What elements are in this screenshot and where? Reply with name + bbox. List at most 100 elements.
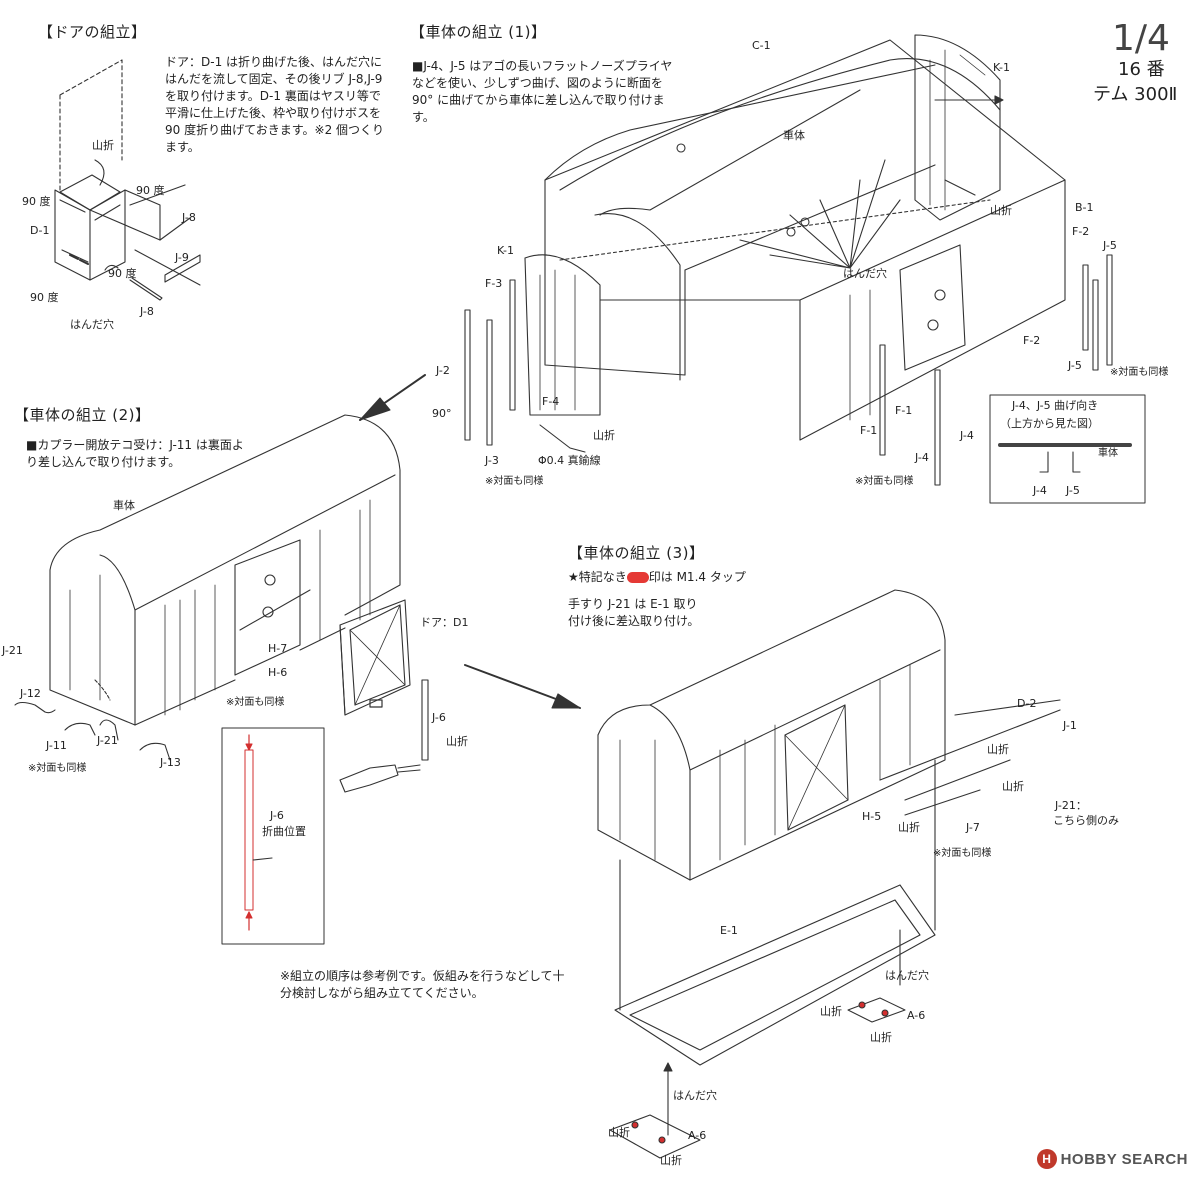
body1-label-b1: B-1	[1075, 201, 1094, 214]
body2-label-j12: J-12	[20, 687, 41, 700]
door-label-j9: J-9	[175, 251, 189, 264]
body3-label-j21-note: こちら側のみ	[1053, 814, 1119, 827]
body3-label-j1: J-1	[1063, 719, 1077, 732]
door-section-title: 【ドアの組立】	[38, 23, 147, 41]
gauge-label: 16 番	[1118, 59, 1165, 80]
door-diagram	[55, 60, 200, 300]
body1-label-handa: はんだ穴	[843, 267, 887, 280]
body1-label-j4a: J-4	[960, 429, 974, 442]
body1-label-taimen-m: ※対面も同様	[855, 476, 914, 487]
door-label-d1: D-1	[30, 224, 50, 237]
door-label-90d: 90 度	[30, 291, 59, 304]
body2-label-yamaori: 山折	[446, 735, 468, 748]
body1-label-f2a: F-2	[1072, 225, 1090, 238]
body1-label-j4b: J-4	[915, 451, 929, 464]
body1-label-f3: F-3	[485, 277, 503, 290]
body2-section-title: 【車体の組立 (2)】	[14, 406, 151, 424]
body2-diagram	[15, 415, 428, 792]
body1-label-j5b: J-5	[1068, 359, 1082, 372]
body2-section-text: ■カプラー開放テコ受け：J-11 は裏面より差し込んで取り付けます。	[26, 438, 244, 469]
red-dot-mark-icon	[626, 572, 649, 583]
body1-label-j2: J-2	[436, 364, 450, 377]
door-section-text: ドア：D-1 は折り曲げた後、はんだ穴にはんだを流して固定、その後リブ J-8,…	[165, 55, 385, 154]
body2-label-h7: H-7	[268, 642, 288, 655]
j6-inset-fold-label: 折曲位置	[262, 825, 306, 838]
body3-label-yamaori-b: 山折	[1002, 780, 1024, 793]
body2-label-taimen-a: ※対面も同様	[226, 697, 285, 708]
body1-label-c1: C-1	[752, 39, 771, 52]
body2-label-j11: J-11	[46, 739, 67, 752]
hobby-search-logo: H	[1036, 1149, 1057, 1169]
body3-label-yamaori-f: 山折	[608, 1126, 630, 1139]
assembly-footnote: ※組立の順序は参考例です。仮組みを行うなどして十分検討しながら組み立ててください…	[280, 969, 565, 1000]
body3-label-j21: J-21：	[1055, 799, 1087, 812]
body1-label-wire: Φ0.4 真鍮線	[538, 454, 601, 467]
body3-label-yamaori-c: 山折	[898, 821, 920, 834]
body1-label-taimen-r: ※対面も同様	[1110, 367, 1169, 378]
body1-label-k1-left: K-1	[497, 244, 515, 257]
inset-j4: J-4	[1033, 484, 1047, 497]
body3-section-title: 【車体の組立 (3)】	[568, 544, 705, 562]
model-name: テム 300Ⅱ	[1093, 84, 1178, 105]
body1-label-taimen-l: ※対面も同様	[485, 476, 544, 487]
body2-label-j21b: J-21	[97, 734, 118, 747]
body1-label-f4: F-4	[542, 395, 560, 408]
door-label-j8a: J-8	[182, 211, 196, 224]
body2-label-shatai: 車体	[113, 499, 135, 512]
body1-label-k1-top: K-1	[993, 61, 1011, 74]
body2-label-h6: H-6	[268, 666, 288, 679]
body3-label-yamaori-e: 山折	[870, 1031, 892, 1044]
body2-label-door: ドア：D1	[420, 616, 469, 629]
j4-j5-inset-box	[990, 395, 1145, 503]
body3-label-h5: H-5	[862, 810, 882, 823]
inset-shatai: 車体	[1098, 448, 1118, 459]
body2-label-j13: J-13	[160, 756, 181, 769]
body3-label-e1: E-1	[720, 924, 738, 937]
j6-inset-label: J-6	[270, 809, 284, 822]
body1-label-shatai: 車体	[783, 129, 805, 142]
body3-label-a6-a: A-6	[907, 1009, 926, 1022]
body1-diagram	[465, 35, 1112, 485]
body3-diagram	[598, 590, 1060, 1158]
body3-label-taimen: ※対面も同様	[933, 848, 992, 859]
flow-arrows	[360, 375, 580, 708]
inset-subtitle: （上方から見た図）	[1000, 417, 1099, 430]
body1-section-title: 【車体の組立 (1)】	[410, 23, 547, 41]
body3-label-a6-b: A-6	[688, 1129, 707, 1142]
inset-title: J-4、J-5 曲げ向き	[1012, 399, 1099, 412]
door-label-handa: はんだ穴	[70, 318, 114, 331]
body1-label-f1a: F-1	[895, 404, 913, 417]
inset-j5: J-5	[1066, 484, 1080, 497]
body3-label-yamaori-d: 山折	[820, 1005, 842, 1018]
body1-label-f2b: F-2	[1023, 334, 1041, 347]
body2-label-j21a: J-21	[2, 644, 23, 657]
body3-label-yamaori-g: 山折	[660, 1154, 682, 1167]
body1-section-text: ■J-4、J-5 はアゴの長いフラットノーズプライヤなどを使い、少しずつ曲げ、図…	[412, 59, 673, 124]
door-label-90a: 90 度	[22, 195, 51, 208]
body3-label-j7: J-7	[966, 821, 980, 834]
body3-label-handa-a: はんだ穴	[885, 969, 929, 982]
door-label-90b: 90 度	[136, 184, 165, 197]
page-number: 1/4	[1112, 18, 1170, 59]
body3-note-prefix: ★特記なき	[568, 570, 627, 584]
body1-label-f1b: F-1	[860, 424, 878, 437]
body2-label-taimen-b: ※対面も同様	[28, 763, 87, 774]
body3-label-handa-b: はんだ穴	[673, 1089, 717, 1102]
body1-label-j3: J-3	[485, 454, 499, 467]
watermark-text: HOBBY SEARCH	[1060, 1150, 1188, 1168]
body3-label-yamaori-a: 山折	[987, 743, 1009, 756]
body3-label-d2: D-2	[1017, 697, 1037, 710]
body3-note-suffix: 印は M1.4 タップ	[648, 570, 746, 584]
watermark: H HOBBY SEARCH	[1036, 1149, 1188, 1169]
body2-label-j6: J-6	[432, 711, 446, 724]
body1-label-j5a: J-5	[1103, 239, 1117, 252]
body3-section-text: 手すり J-21 は E-1 取り付け後に差込取り付け。	[568, 597, 700, 628]
door-label-yamaori: 山折	[92, 139, 114, 152]
j6-fold-inset	[222, 728, 324, 944]
body1-label-90: 90°	[432, 407, 452, 420]
body1-label-yamaori-m: 山折	[593, 429, 615, 442]
body3-note-tap: ★特記なき 印は M1.4 タップ	[568, 569, 746, 586]
door-label-90c: 90 度	[108, 267, 137, 280]
body1-label-yamaori-r: 山折	[990, 204, 1012, 217]
